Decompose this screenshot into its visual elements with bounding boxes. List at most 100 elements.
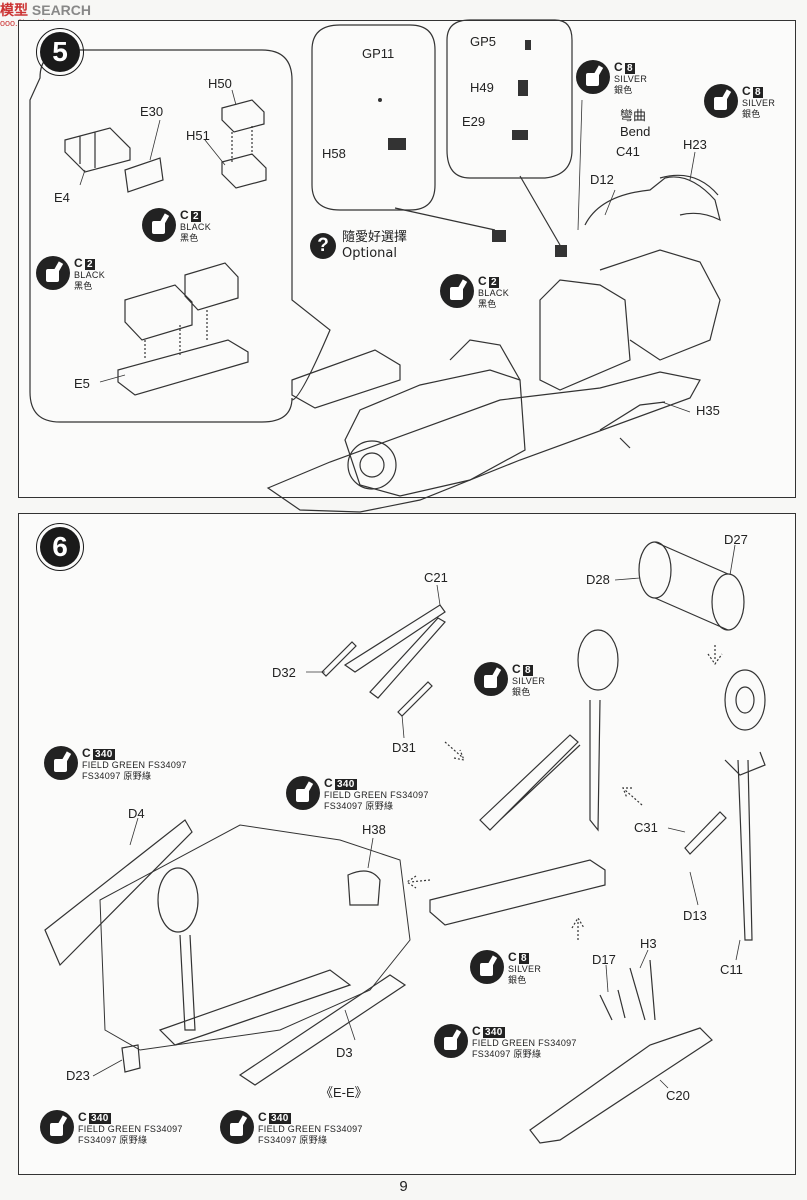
part-h3-bracket <box>629 959 656 1021</box>
part-h50-block <box>221 99 265 133</box>
part-h35-rod <box>599 401 666 449</box>
label-c20: C20 <box>666 1088 690 1103</box>
label-h49: H49 <box>470 80 494 95</box>
part-h58-piece <box>388 138 406 150</box>
fuselage-floor <box>266 371 701 513</box>
arrow-to-left <box>405 875 431 889</box>
label-e5: E5 <box>74 376 90 391</box>
arrow-up-bay <box>571 916 585 940</box>
part-h23-bracket <box>659 174 719 196</box>
label-c31: C31 <box>634 820 658 835</box>
paint-brush-icon <box>470 950 504 984</box>
bend-note: 彎曲 Bend <box>620 108 650 140</box>
label-h3: H3 <box>640 936 657 951</box>
label-h51: H51 <box>186 128 210 143</box>
part-d32-rod <box>321 641 357 677</box>
paint-brush-icon <box>142 208 176 242</box>
part-gp11-pin <box>378 98 382 102</box>
part-e30-plate <box>124 157 164 193</box>
part-e29-piece <box>512 130 528 140</box>
label-e29: E29 <box>462 114 486 129</box>
label-h23: H23 <box>683 137 707 152</box>
optional-part-1 <box>492 230 506 242</box>
label-d32: D32 <box>272 665 296 680</box>
part-d4-panel <box>44 819 193 967</box>
optional-en: Optional <box>342 246 397 261</box>
part-d3-panel <box>238 974 407 1086</box>
paint-brush-icon <box>474 662 508 696</box>
label-d12: D12 <box>590 172 614 187</box>
label-e30: E30 <box>140 104 164 119</box>
callout-bubble-gp5 <box>446 19 573 179</box>
step6-bay-outline <box>99 824 411 1051</box>
part-e5-floor <box>117 339 249 396</box>
paint-brush-icon <box>40 1110 74 1144</box>
paint-brush-icon <box>704 84 738 118</box>
paint-brush-icon <box>434 1024 468 1058</box>
label-d3: D3 <box>336 1045 353 1060</box>
part-c20-bay <box>529 1027 713 1144</box>
step-6-badge: 6 <box>36 523 84 571</box>
gear-bay-left <box>158 969 352 1046</box>
part-c31-plate <box>684 811 727 855</box>
watermark-gray-text: SEARCH <box>31 2 92 18</box>
part-d17-bracket <box>599 989 626 1021</box>
label-d28: D28 <box>586 572 610 587</box>
label-gp5: GP5 <box>470 34 497 49</box>
step-5-panel <box>18 20 796 498</box>
question-icon: ? <box>310 233 336 259</box>
part-d23-clip <box>121 1044 141 1073</box>
label-c41: C41 <box>616 144 640 159</box>
label-h50: H50 <box>208 76 232 91</box>
step-5-badge: 5 <box>36 28 84 76</box>
wheel-exploded <box>638 541 745 631</box>
step5-side-ghost <box>291 349 401 409</box>
page-number: 9 <box>399 1178 408 1195</box>
cockpit-frame <box>449 279 631 391</box>
label-d17: D17 <box>592 952 616 967</box>
part-gp5-pin <box>525 40 531 50</box>
arrow-down-wheel <box>707 645 723 666</box>
label-d23: D23 <box>66 1068 90 1083</box>
gear-bay-center <box>429 859 606 926</box>
callout-bubble-gp11 <box>311 24 436 211</box>
optional-note: ? 隨愛好選擇 Optional <box>310 230 407 262</box>
label-d31: D31 <box>392 740 416 755</box>
label-d13: D13 <box>683 908 707 923</box>
paint-brush-icon <box>440 274 474 308</box>
part-c21-strut <box>343 604 446 699</box>
paint-brush-icon <box>576 60 610 94</box>
paint-brush-icon <box>286 776 320 810</box>
label-c11: C11 <box>720 962 743 977</box>
part-c41-armor <box>584 176 721 226</box>
label-d4: D4 <box>128 806 145 821</box>
optional-part-2 <box>555 245 567 257</box>
arrow-to-strut <box>444 741 465 761</box>
bend-en: Bend <box>620 124 651 139</box>
step-6-panel <box>18 513 796 1175</box>
part-h51-base <box>221 153 267 189</box>
paint-brush-icon <box>220 1110 254 1144</box>
part-h38-cap <box>347 870 381 906</box>
label-d27: D27 <box>724 532 748 547</box>
watermark-red-text: 模型 <box>0 2 28 18</box>
paint-brush-icon <box>44 746 78 780</box>
section-mark: 《E-E》 <box>320 1085 368 1100</box>
wheel-main-left <box>157 867 199 1031</box>
rear-fuselage-frame <box>599 249 721 361</box>
arrow-to-right <box>622 787 643 806</box>
label-h58: H58 <box>322 146 346 161</box>
engine-block <box>344 369 526 497</box>
label-h38: H38 <box>362 822 386 837</box>
